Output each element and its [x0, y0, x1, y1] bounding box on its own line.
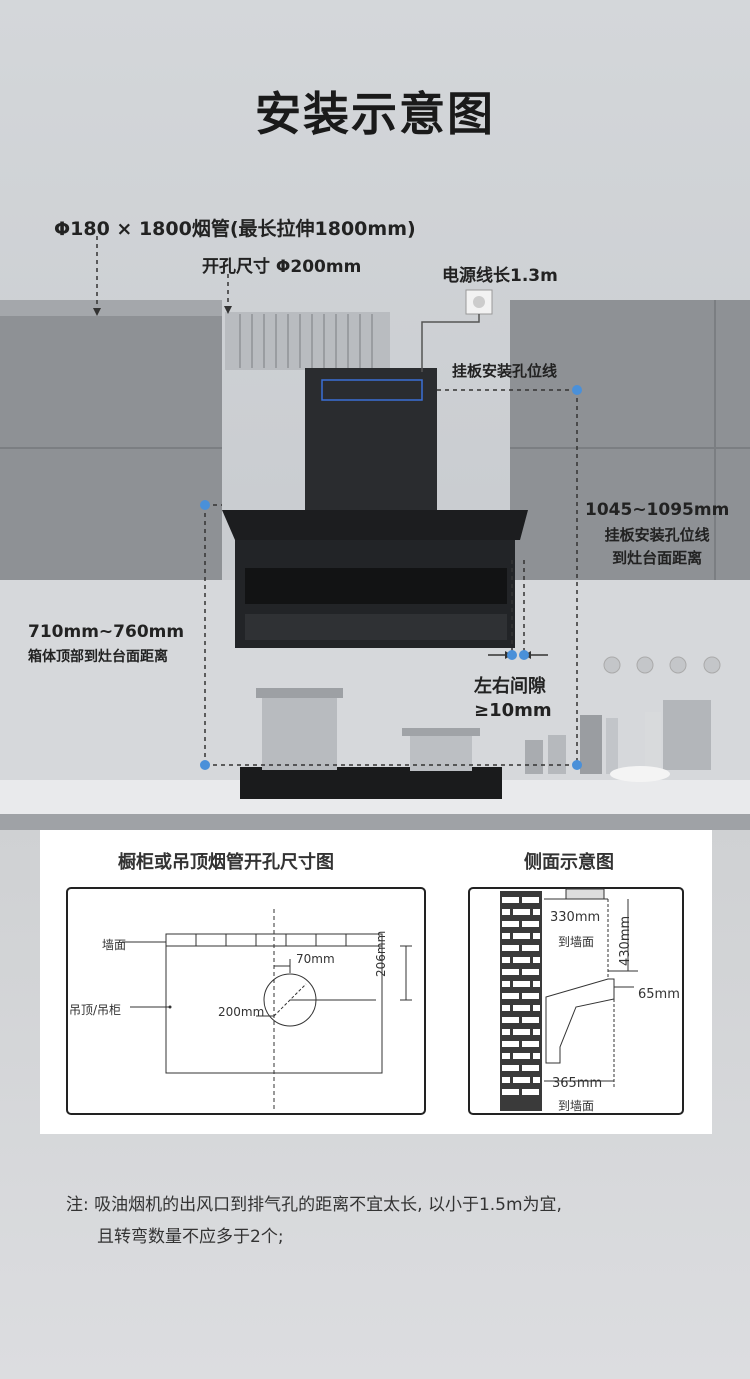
box-distance-block: 710mm~760mm 箱体顶部到灶台面距离 — [28, 622, 184, 666]
mount-distance-value: 1045~1095mm — [585, 500, 730, 520]
duct-size-label: Φ180 × 1800烟管(最长拉伸1800mm) — [54, 218, 416, 240]
to-wall-label-1: 到墙面 — [558, 935, 595, 949]
wall-label: 墙面 — [102, 938, 127, 952]
cutout-diagram — [66, 887, 426, 1115]
dim-365-label: 365mm — [552, 1076, 603, 1091]
gap-block: 左右间隙 ≥10mm — [474, 672, 552, 721]
dim-200-label: 200mm — [218, 1005, 265, 1019]
diagrams-panel: 橱柜或吊顶烟管开孔尺寸图 侧面示意图 墙面 吊顶/吊柜 70mm 200mm 2… — [40, 830, 712, 1134]
gap-line1: 左右间隙 — [474, 676, 546, 697]
to-wall-label-2: 到墙面 — [558, 1099, 595, 1113]
dim-70-label: 70mm — [296, 952, 335, 966]
dim-206-label: 206mm — [374, 930, 388, 977]
kitchen-scene — [0, 236, 750, 830]
hole-size-label: 开孔尺寸 Φ200mm — [202, 257, 362, 277]
mount-line-label: 挂板安装孔位线 — [452, 362, 558, 380]
power-cord-label: 电源线长1.3m — [442, 266, 558, 286]
ceiling-label: 吊顶/吊柜 — [69, 1003, 122, 1017]
mount-distance-line2: 到灶台面距离 — [612, 549, 703, 567]
box-distance-value: 710mm~760mm — [28, 622, 185, 642]
dim-65-label: 65mm — [638, 987, 680, 1002]
left-diagram-title: 橱柜或吊顶烟管开孔尺寸图 — [118, 852, 334, 873]
mount-distance-block: 1045~1095mm 挂板安装孔位线 到灶台面距离 — [585, 500, 729, 568]
dim-430-label: 430mm — [618, 915, 633, 966]
right-diagram-title: 侧面示意图 — [524, 852, 614, 873]
gap-line2: ≥10mm — [474, 700, 552, 721]
dim-330-label: 330mm — [550, 910, 601, 925]
note-line2: 且转弯数量不应多于2个; — [97, 1227, 284, 1247]
page-title: 安装示意图 — [255, 87, 495, 141]
note-line1: 注: 吸油烟机的出风口到排气孔的距离不宜太长, 以小于1.5m为宜, — [66, 1195, 562, 1215]
box-distance-label: 箱体顶部到灶台面距离 — [28, 649, 168, 665]
side-view-diagram — [468, 887, 684, 1115]
mount-distance-line1: 挂板安装孔位线 — [604, 526, 710, 544]
